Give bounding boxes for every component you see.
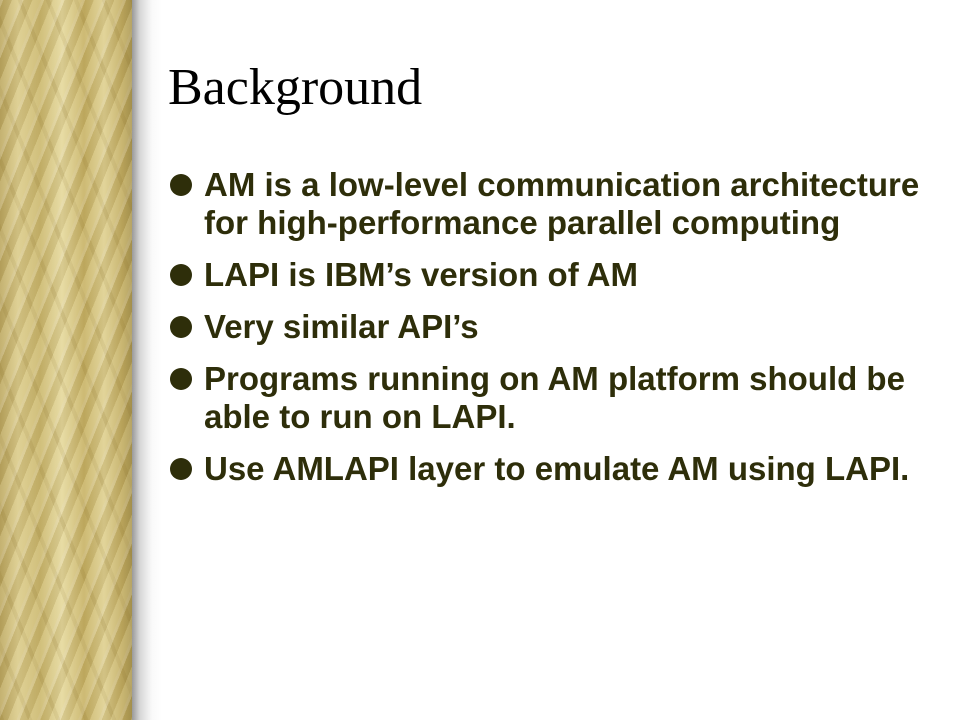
bullet-item: AM is a low-level communication architec… [168, 166, 928, 242]
bullet-icon [170, 264, 192, 286]
bullet-icon [170, 458, 192, 480]
side-strip-shadow [132, 0, 162, 720]
bullet-text: LAPI is IBM’s version of AM [204, 256, 638, 293]
bullet-item: Very similar API’s [168, 308, 928, 346]
bullet-icon [170, 174, 192, 196]
bullet-item: Programs running on AM platform should b… [168, 360, 928, 436]
bullet-list: AM is a low-level communication architec… [168, 166, 928, 502]
bullet-text: Programs running on AM platform should b… [204, 360, 905, 435]
bullet-icon [170, 368, 192, 390]
bullet-icon [170, 316, 192, 338]
bullet-text: Very similar API’s [204, 308, 479, 345]
bullet-item: LAPI is IBM’s version of AM [168, 256, 928, 294]
decorative-side-strip [0, 0, 132, 720]
slide-title: Background [168, 59, 423, 116]
bullet-text: Use AMLAPI layer to emulate AM using LAP… [204, 450, 910, 487]
bullet-text: AM is a low-level communication architec… [204, 166, 920, 241]
bullet-item: Use AMLAPI layer to emulate AM using LAP… [168, 450, 928, 488]
